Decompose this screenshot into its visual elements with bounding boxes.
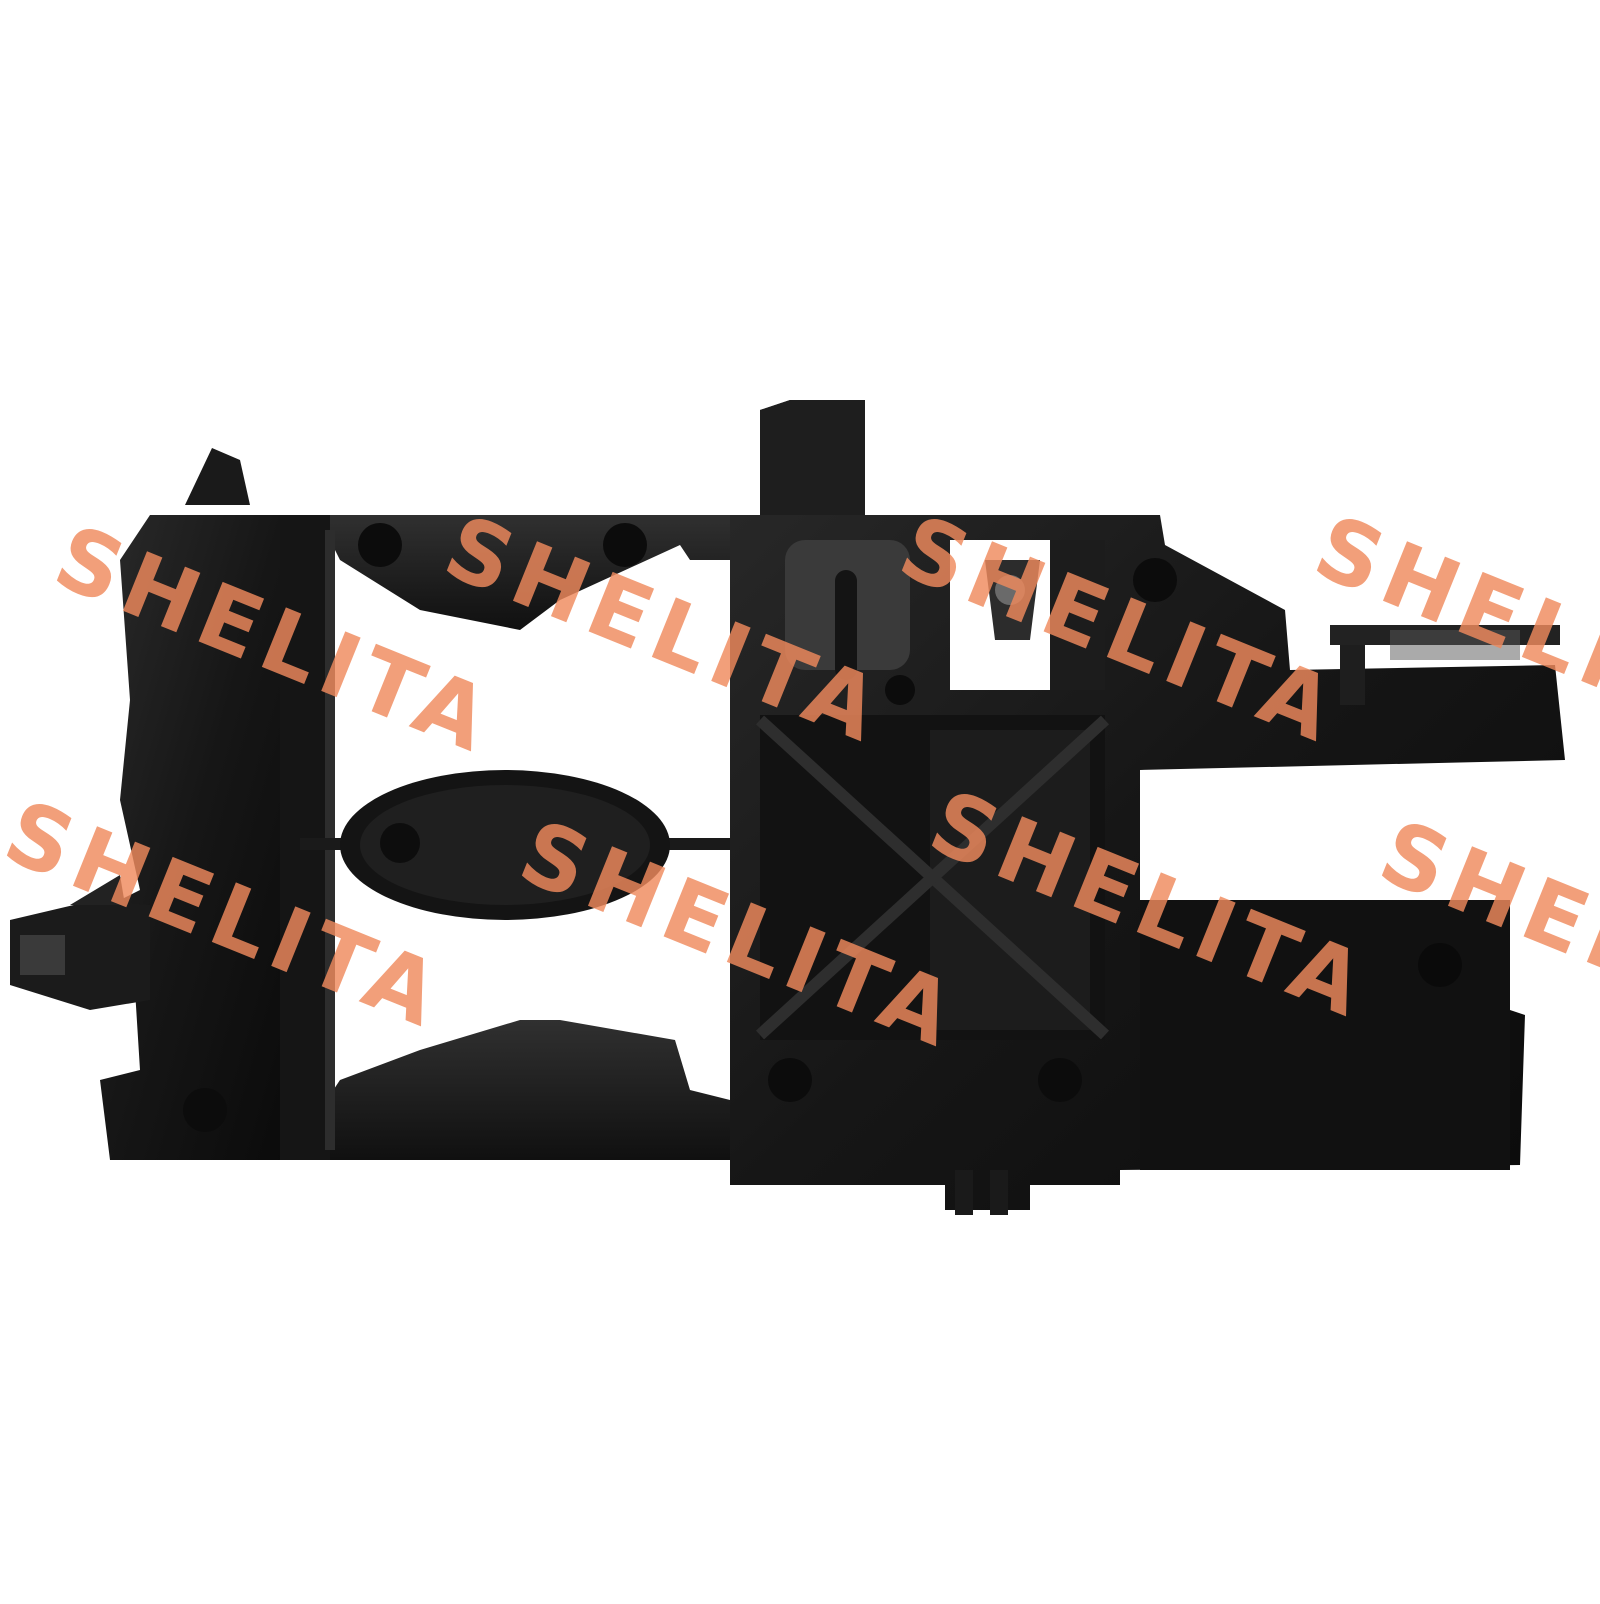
- bottom-rail: [280, 1020, 730, 1160]
- top-left-hook: [185, 448, 250, 505]
- left-clip-hole: [20, 935, 65, 975]
- top-tab: [760, 400, 865, 515]
- left-clip: [10, 900, 150, 1010]
- left-vertical-bar: [280, 515, 330, 1160]
